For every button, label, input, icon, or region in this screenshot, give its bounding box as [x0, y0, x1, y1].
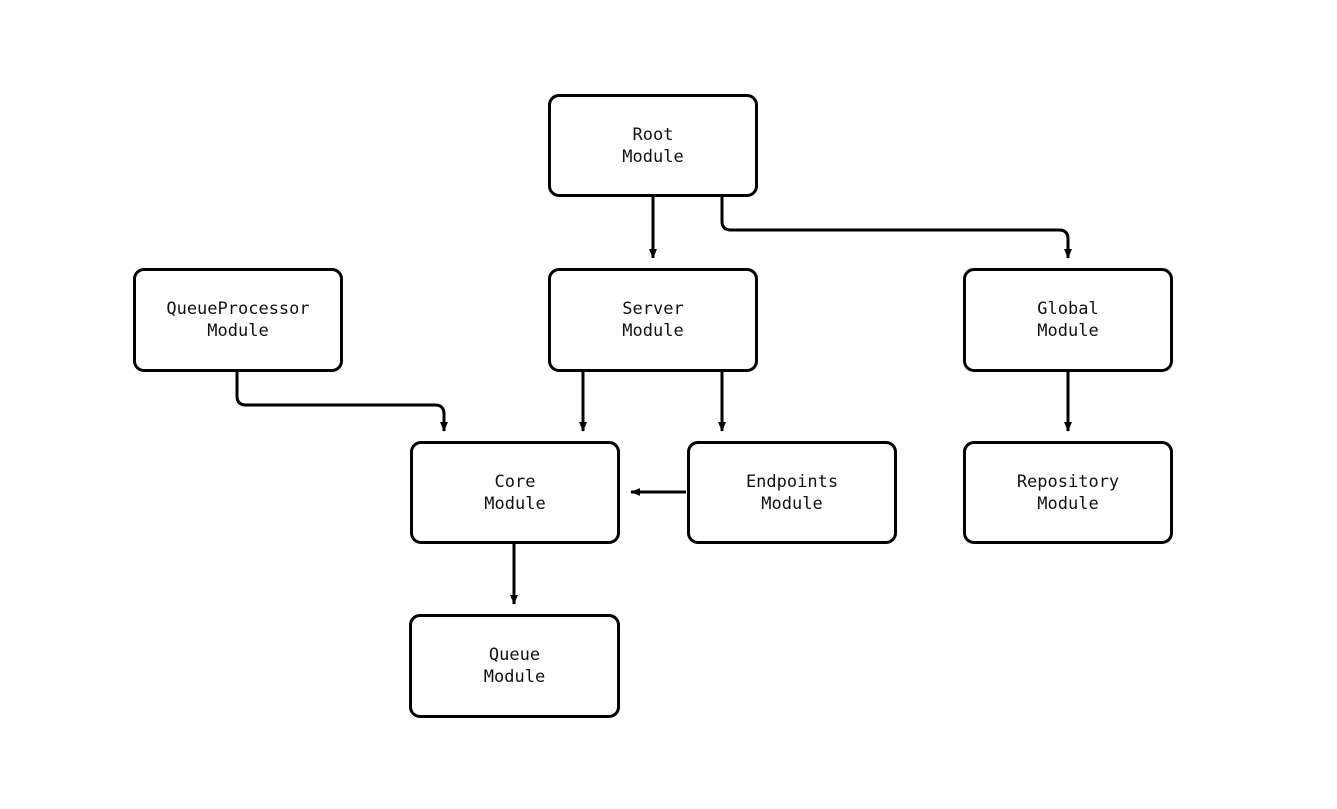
edge-group	[235, 197, 1072, 605]
queueprocessor-module-node[interactable]: QueueProcessor Module	[133, 268, 343, 372]
queue-module-node[interactable]: Queue Module	[409, 614, 620, 718]
node-label-line2: Module	[484, 493, 546, 514]
node-label-line1: Global	[1037, 299, 1099, 319]
node-label-line1: Queue	[488, 645, 541, 665]
core-module-node[interactable]: Core Module	[410, 441, 620, 544]
node-label-line1: Core	[494, 471, 536, 492]
edge-root-to-global	[720, 197, 1072, 259]
global-module-node[interactable]: Global Module	[963, 268, 1173, 372]
node-label-line2: Module	[1037, 321, 1099, 341]
node-label-line2: Module	[483, 667, 546, 687]
node-label-line2: Module	[1037, 493, 1099, 514]
node-label-line2: Module	[622, 146, 684, 167]
endpoints-module-node[interactable]: Endpoints Module	[687, 441, 897, 544]
node-label-line1: Repository	[1016, 471, 1120, 492]
node-label-line1: Server	[622, 299, 684, 319]
server-module-node[interactable]: Server Module	[548, 268, 758, 372]
repository-module-node[interactable]: Repository Module	[963, 441, 1173, 544]
edge-queueprocessor-to-core	[235, 372, 448, 432]
root-module-node[interactable]: Root Module	[548, 94, 758, 197]
node-label-line2: Module	[622, 321, 684, 341]
node-label-line2: Module	[761, 493, 823, 514]
node-label-line1: QueueProcessor	[166, 299, 310, 319]
node-label-line2: Module	[207, 321, 269, 341]
node-label-line1: Root	[632, 124, 674, 145]
node-label-line1: Endpoints	[745, 471, 839, 492]
